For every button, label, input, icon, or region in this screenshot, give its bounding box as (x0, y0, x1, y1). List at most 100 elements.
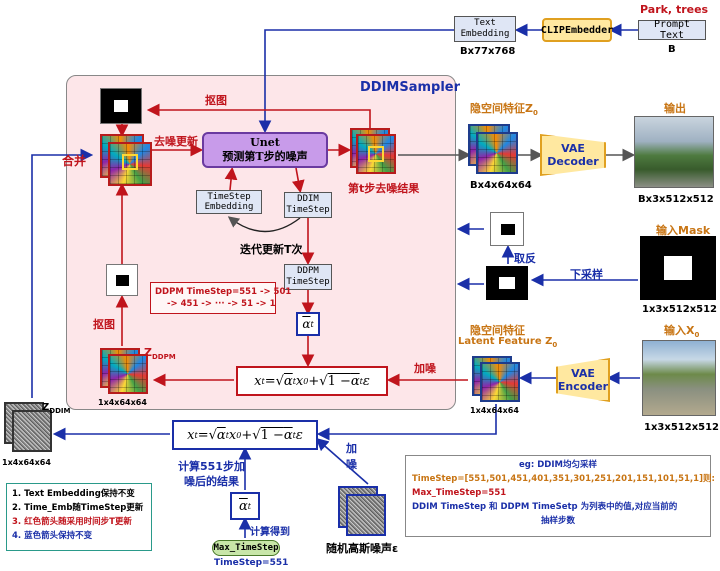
formula-bot-a2: α (283, 427, 293, 443)
latent-feature-en-text: Latent Feature Z (458, 336, 553, 347)
calc-551-line2: 噪后的结果 (184, 475, 239, 488)
vae-encoder-line1: VAE (571, 367, 595, 380)
z-ddpm-dim: 1x4x64x64 (98, 398, 147, 407)
ddpm-schedule-line2: -> 451 -> ··· -> 51 -> 1 (167, 299, 276, 309)
vae-encoder-line2: Encoder (557, 380, 609, 393)
z-ddpm-front (108, 354, 148, 394)
kou-tu-mid-label: 抠图 (93, 318, 115, 331)
latent-z0-dim: Bx4x64x64 (470, 180, 532, 191)
formula-top-sqrt2: √ (319, 373, 328, 389)
formula-bot-x: x (187, 427, 195, 443)
unet-line1: Unet (250, 136, 280, 149)
step-result-label: 第t步去噪结果 (348, 182, 420, 195)
mid-mask-square (116, 275, 129, 286)
alpha-bar-top-symbol: α (302, 317, 311, 331)
prompt-dim: B (668, 44, 676, 55)
legend-box: 1. Text Embedding保持不变 2. Time_Emb随TimeSt… (6, 483, 152, 551)
latent-feature-en-sub: 0 (552, 341, 558, 349)
zao-label: 噪 (346, 458, 357, 471)
max-timestep-box: Max_TimeStep (212, 540, 280, 556)
prompt-header: Park, trees (640, 3, 709, 16)
z-ddpm-label: ZDDPM (144, 346, 176, 361)
gauss-noise-front (346, 494, 386, 536)
jia-label: 加 (346, 442, 357, 455)
inverted-small-mask-square (501, 224, 515, 235)
input-x0-label: 输入X0 (664, 322, 699, 339)
alpha-bar-top-sub: t (310, 319, 314, 329)
formula-bot-eq: = (197, 427, 209, 443)
output-dim: Bx3x512x512 (638, 194, 714, 205)
formula-top-a1-sub: t (292, 376, 296, 386)
text-embedding-line1: Text (474, 18, 496, 28)
text-embedding-dim: Bx77x768 (460, 46, 516, 57)
x0-dim: 1x3x512x512 (644, 422, 720, 433)
gauss-noise-label: 随机高斯噪声ε (326, 542, 399, 555)
step-result-highlight (368, 146, 384, 162)
formula-bot-one: 1 − (260, 427, 284, 443)
mask-dim: 1x3x512x512 (642, 304, 718, 315)
latent-feature-dim: 1x4x64x64 (470, 406, 519, 415)
iterate-label: 迭代更新T次 (240, 243, 303, 256)
ddpm-schedule-box: DDPM TimeStep=551 -> 501 -> 451 -> ··· -… (150, 282, 292, 314)
formula-bot-sqrt2: √ (252, 427, 261, 443)
formula-bot-x0: x (228, 427, 237, 443)
kou-tu-top-label: 抠图 (205, 94, 227, 107)
clip-embedder-label: CLIPEmbedder (540, 24, 614, 36)
z-ddim-dim: 1x4x64x64 (2, 458, 51, 467)
qu-zao-label: 去噪更新 (154, 135, 198, 148)
unet-box: Unet 预测第T步的噪声 (202, 132, 328, 168)
eg-line4: 抽样步数 (540, 516, 575, 526)
input-x0-image (642, 340, 716, 416)
ddpm-schedule-line1: DDPM TimeStep=551 -> 501 (155, 287, 292, 297)
jia-zao-label: 加噪 (414, 362, 436, 375)
vae-encoder-box: VAE Encoder (556, 358, 610, 402)
input-x0-sub: 0 (694, 331, 700, 340)
timestep-embedding-line1: TimeStep (207, 192, 251, 202)
legend-item-1: 1. Text Embedding保持不变 (12, 489, 135, 499)
text-embedding-box: Text Embedding (454, 16, 516, 42)
ddpm-timestep-box: DDPM TimeStep (284, 264, 332, 290)
formula-top-x: x (254, 373, 262, 389)
formula-top-one: 1 − (327, 373, 351, 389)
alpha-bar-bottom-sub: t (247, 501, 251, 511)
latent-z0-front (476, 132, 518, 174)
formula-top-x0: x (295, 373, 304, 389)
latent-feature-en: Latent Feature Z0 (458, 336, 557, 349)
ddim-timestep-box: DDIM TimeStep (284, 192, 332, 218)
max-timestep-label: Max_TimeStep (213, 543, 279, 553)
calc-551-line1: 计算551步加 (178, 460, 245, 473)
timestep-embedding-box: TimeStep Embedding (196, 190, 262, 214)
text-embedding-line2: Embedding (460, 29, 510, 39)
legend-item-3: 3. 红色箭头随采用时间步T更新 (12, 517, 132, 527)
formula-top-eq: = (264, 373, 276, 389)
eg-box: eg: DDIM均匀采样 TimeStep=[551,501,451,401,3… (405, 455, 715, 537)
formula-bot-x0-sub: 0 (236, 430, 242, 440)
latent-feature-cn: 隐空间特征 (470, 324, 525, 337)
output-label: 输出 (664, 102, 686, 115)
latent-z0-text: 隐空间特征Z (470, 102, 533, 115)
eg-line2: Max_TimeStep=551 (412, 488, 507, 498)
formula-bot-a1-sub: t (225, 430, 229, 440)
formula-top-sub: t (261, 376, 265, 386)
formula-bot-a1: α (216, 427, 226, 443)
timestep-embedding-line2: Embedding (204, 202, 254, 212)
z-ddim-z: Z (42, 402, 50, 413)
top-mask-image (100, 88, 142, 124)
latent-z0-label: 隐空间特征Z0 (470, 100, 538, 117)
xia-cai-yang-label: 下采样 (570, 268, 603, 281)
ddim-timestep-line2: TimeStep (286, 205, 330, 215)
inverted-small-mask (490, 212, 524, 246)
step-result-front (356, 134, 396, 174)
vae-decoder-line1: VAE (561, 142, 585, 155)
prompt-text-box: Prompt Text (638, 19, 706, 41)
eg-title: eg: DDIM均匀采样 (519, 460, 597, 470)
formula-top-x0-sub: 0 (303, 376, 309, 386)
input-mask-image (640, 236, 716, 300)
formula-top-sqrt1: √ (275, 373, 284, 389)
formula-top-a1: α (283, 373, 293, 389)
z-ddim-sub: DDIM (49, 407, 71, 415)
